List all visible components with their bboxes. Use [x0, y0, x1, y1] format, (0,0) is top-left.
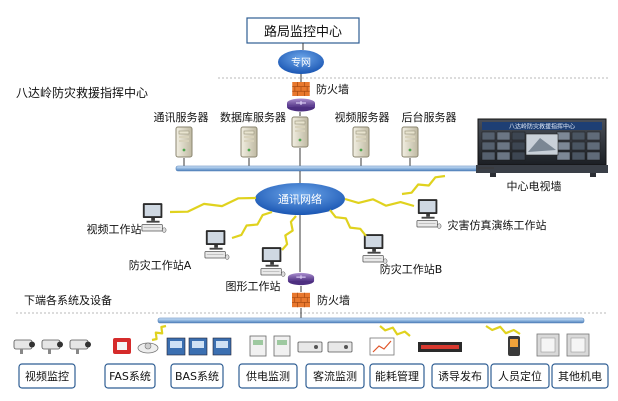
workstation-graphics-icon: [260, 246, 286, 277]
wireless-link-video: [169, 196, 257, 214]
wireless-link-drill: [344, 197, 415, 208]
device-panel-5-icon: [166, 337, 186, 356]
device-panel-6-icon: [188, 337, 208, 356]
device-box-11-icon: [327, 341, 353, 353]
device-camera-2-icon: [69, 339, 91, 354]
subsystem-3: 供电监测: [238, 363, 298, 389]
subsystem-label: 客流监测: [313, 369, 357, 383]
wireless-link-lower-right: [485, 325, 521, 335]
zhuanwang-label: 专网: [291, 56, 311, 69]
server-icon-comm: [175, 126, 193, 158]
subsystem-label: 诱导发布: [438, 369, 482, 383]
wireless-links-upper: [169, 174, 446, 251]
workstation-video-label: 视频工作站: [87, 222, 142, 236]
subsystem-8: 其他机电: [551, 363, 609, 389]
subsystem-label: 其他机电: [558, 369, 602, 383]
wireless-link-graphics: [281, 215, 297, 251]
subsystem-0: 视频监控: [18, 363, 76, 389]
server-label-db: 数据库服务器: [220, 110, 286, 124]
subsystem-7: 人员定位: [490, 363, 550, 389]
device-gate-16-icon: [566, 333, 590, 357]
lower-bus: [157, 317, 585, 324]
subsystem-6: 诱导发布: [431, 363, 489, 389]
video-wall-tiles: [481, 131, 601, 161]
device-camera-0-icon: [13, 339, 35, 354]
subsystem-5: 能耗管理: [369, 363, 425, 389]
video-wall-screen-title: 八达岭防灾救援指挥中心: [509, 123, 575, 131]
server-icon-router: [291, 116, 309, 148]
subsystem-label: 视频监控: [25, 369, 69, 383]
subsystem-label: FAS系统: [109, 370, 151, 383]
workstation-video-icon: [141, 202, 167, 233]
server-icon-video: [352, 126, 370, 158]
subsystem-labels: 视频监控 FAS系统 BAS系统 供电监测 客流监测 能耗管理 诱导发布 人员定位 其他机电: [18, 363, 609, 389]
network-label: 通讯网络: [278, 192, 322, 206]
firewall-top-label: 防火墙: [316, 82, 349, 96]
device-alarm-3-icon: [113, 338, 131, 354]
video-wall-label: 中心电视墙: [507, 179, 562, 193]
subsystem-label: BAS系统: [175, 370, 219, 383]
monitoring-center-label: 路局监控中心: [264, 24, 342, 40]
wireless-link-disaster-b: [329, 209, 367, 237]
wireless-link-lower-mid: [379, 325, 411, 337]
device-gate-15-icon: [536, 333, 560, 357]
network-hub: 通讯网络: [255, 183, 345, 215]
device-led-13-icon: [418, 342, 462, 352]
workstation-drill-label: 灾害仿真演练工作站: [448, 218, 547, 232]
center-name-label: 八达岭防灾救援指挥中心: [16, 85, 148, 100]
subsystem-4: 客流监测: [305, 363, 365, 389]
server-label-comm: 通讯服务器: [154, 111, 209, 124]
device-meter-8-icon: [249, 335, 267, 357]
server-icon-backend: [401, 126, 419, 158]
workstation-disaster-b-icon: [362, 233, 388, 264]
router-bottom-icon: [287, 272, 315, 286]
workstation-disaster-a-label: 防灾工作站A: [129, 258, 192, 272]
subsystem-label: 能耗管理: [375, 369, 419, 383]
device-detector-4-icon: [137, 342, 159, 354]
server-drop-lines: [183, 112, 411, 166]
device-phone-14-icon: [508, 336, 520, 356]
workstation-drill-icon: [416, 198, 442, 229]
device-meter-9-icon: [273, 335, 291, 357]
wireless-link-lower-left: [151, 324, 167, 342]
server-label-backend: 后台服务器: [402, 110, 457, 124]
device-chart-12-icon: [369, 337, 395, 356]
device-camera-1-icon: [41, 339, 63, 354]
wireless-links-lower: [151, 324, 521, 342]
subsystem-label: 人员定位: [498, 369, 542, 383]
workstation-disaster-a-icon: [204, 229, 230, 260]
workstation-disaster-b-label: 防灾工作站B: [380, 262, 443, 276]
subsystem-1: FAS系统: [104, 363, 156, 389]
video-wall: 八达岭防灾救援指挥中心: [476, 118, 608, 177]
subsystem-2: BAS系统: [170, 363, 224, 389]
server-bus: [175, 165, 495, 172]
device-box-10-icon: [297, 341, 323, 353]
firewall-top-icon: [292, 82, 310, 96]
router-top-icon: [286, 98, 316, 112]
workstation-graphics-label: 图形工作站: [226, 279, 281, 293]
wireless-link-wall: [401, 174, 446, 196]
firewall-bottom-label: 防火墙: [317, 293, 350, 307]
wireless-link-disaster-a: [231, 210, 273, 240]
device-icons: [13, 333, 590, 357]
firewall-bottom-icon: [292, 292, 310, 308]
server-icon-db: [240, 126, 258, 158]
lower-section-label: 下端各系统及设备: [24, 293, 112, 307]
server-label-video: 视频服务器: [335, 110, 390, 124]
device-panel-7-icon: [212, 337, 232, 356]
subsystem-label: 供电监测: [246, 369, 290, 383]
monitoring-center-box: 路局监控中心: [246, 17, 360, 44]
zhuanwang-cloud: 专网: [278, 50, 324, 74]
